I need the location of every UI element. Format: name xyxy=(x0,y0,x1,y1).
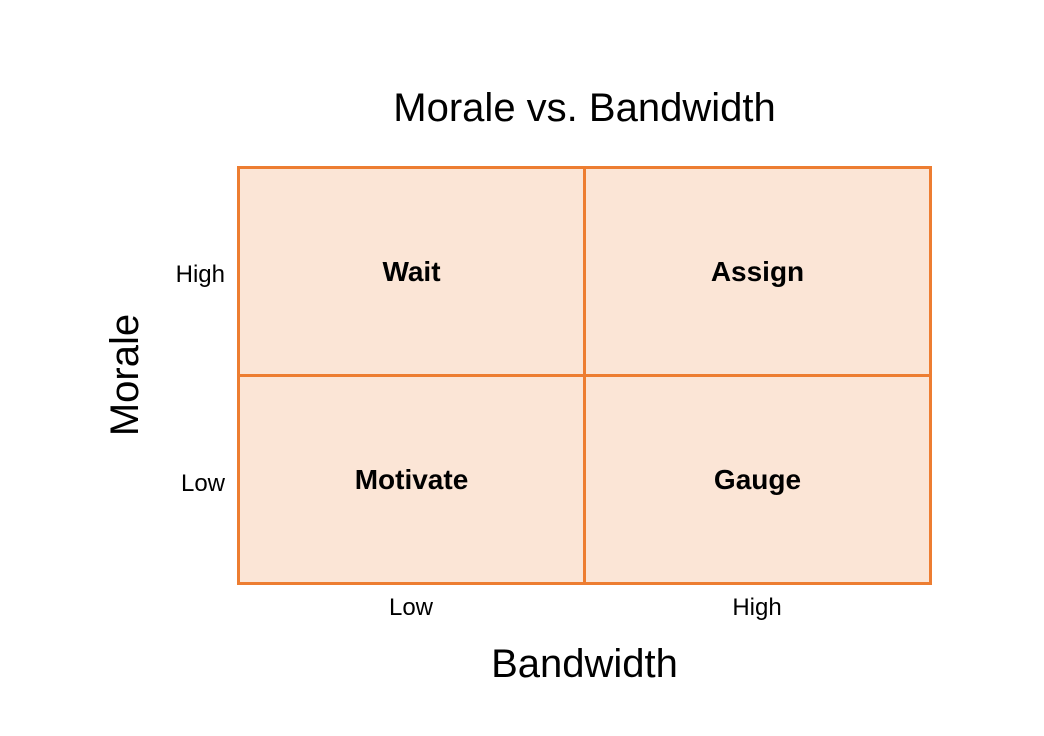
quadrant-top-left: Wait xyxy=(240,169,583,374)
quadrant-label-assign: Assign xyxy=(710,255,805,287)
quadrant-label-gauge: Gauge xyxy=(713,463,802,495)
quadrant-bottom-right: Gauge xyxy=(586,377,929,582)
quadrant-bottom-left: Motivate xyxy=(240,377,583,582)
quadrant-label-wait: Wait xyxy=(382,255,441,287)
x-axis-title: Bandwidth xyxy=(491,642,678,686)
x-axis-tick-low: Low xyxy=(388,594,434,621)
y-axis-tick-high: High xyxy=(175,261,225,288)
x-axis-tick-high: High xyxy=(732,594,782,621)
quadrant-top-right: Assign xyxy=(586,169,929,374)
quadrant-label-motivate: Motivate xyxy=(354,463,469,495)
y-axis-title: Morale xyxy=(102,313,147,437)
quadrant-matrix: Wait Assign Motivate Gauge xyxy=(237,166,932,585)
chart-title: Morale vs. Bandwidth xyxy=(393,86,776,130)
y-axis-tick-low: Low xyxy=(180,470,225,497)
